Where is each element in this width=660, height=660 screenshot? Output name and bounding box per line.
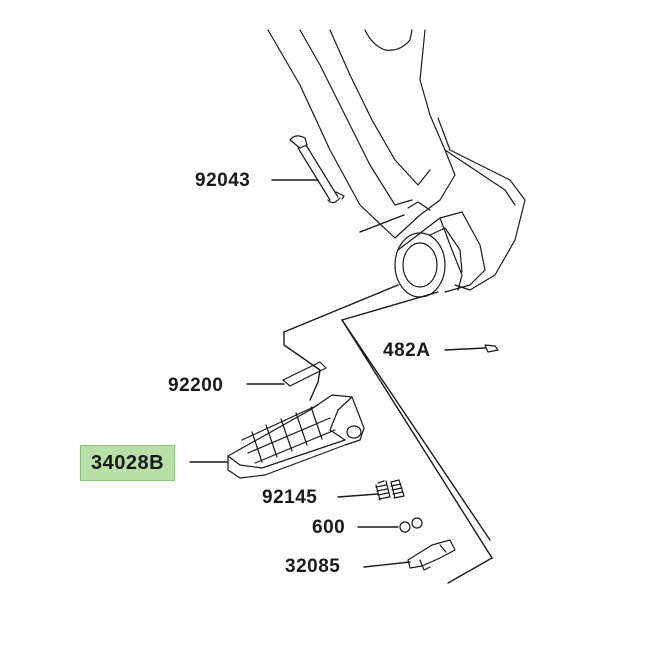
assembly-lines — [283, 214, 493, 584]
footpeg-bracket — [267, 29, 526, 298]
plate-32085 — [407, 539, 456, 571]
springs-92145 — [375, 479, 405, 501]
pivot-pin-92043 — [289, 135, 345, 204]
part-label-32085[interactable]: 32085 — [285, 556, 341, 577]
washer-92200 — [282, 361, 327, 387]
clip-482A — [484, 344, 499, 353]
part-label-34028B[interactable]: 34028B — [80, 445, 176, 481]
leader-lines — [189, 179, 486, 568]
part-label-92200[interactable]: 92200 — [168, 375, 224, 396]
footpeg-34028B — [227, 394, 365, 479]
part-label-92043[interactable]: 92043 — [195, 170, 251, 191]
balls-600 — [399, 517, 423, 533]
part-label-92145[interactable]: 92145 — [262, 487, 318, 508]
part-label-600[interactable]: 600 — [312, 517, 346, 538]
part-label-482A[interactable]: 482A — [383, 340, 431, 361]
